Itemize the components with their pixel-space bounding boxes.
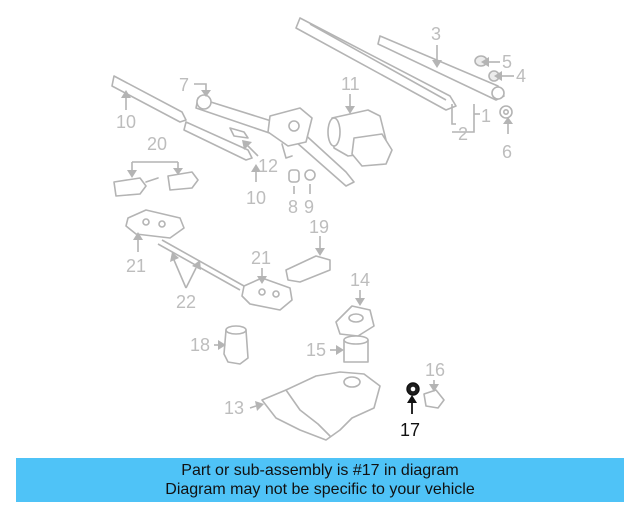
callout-12: 12 (258, 156, 278, 176)
callout-5: 5 (502, 52, 512, 72)
filler-neck (335, 305, 375, 337)
nozzle-part-19 (285, 255, 331, 283)
info-banner: Part or sub-assembly is #17 in diagram D… (16, 458, 624, 502)
callout-6: 6 (502, 142, 512, 162)
nozzle-bracket-upper (125, 209, 185, 239)
highlight-leader (407, 395, 417, 414)
wiper-linkage (195, 94, 355, 187)
callout-14: 14 (350, 270, 370, 290)
banner-line-1: Part or sub-assembly is #17 in diagram (181, 462, 459, 479)
reservoir-cap (343, 335, 369, 363)
callout-22: 22 (176, 292, 196, 312)
callout-2a: 2 (458, 124, 468, 144)
callout-10a: 10 (116, 112, 136, 132)
wiper-blade-left (111, 75, 187, 123)
callout-16: 16 (425, 360, 445, 380)
callout-21b: 21 (251, 248, 271, 268)
nozzle-bracket-lower (241, 277, 293, 311)
callout-11: 11 (341, 74, 360, 94)
callout-21a: 21 (126, 256, 146, 276)
callout-17: 17 (400, 420, 420, 440)
clip-part-12 (229, 127, 249, 139)
callout-18: 18 (190, 335, 210, 355)
washer-part-6 (499, 105, 513, 119)
callout-9: 9 (304, 197, 314, 217)
parts-diagram: 1 2 3 4 5 6 7 8 9 10 10 11 12 13 14 15 1… (111, 17, 526, 441)
leader-lines (121, 45, 514, 411)
callout-labels: 1 2 3 4 5 6 7 8 9 10 10 11 12 13 14 15 1… (116, 24, 526, 440)
wiper-blade-right (295, 17, 505, 111)
callout-7: 7 (179, 75, 189, 95)
washer-part-9 (304, 169, 316, 181)
callout-3: 3 (431, 24, 441, 44)
callout-4: 4 (516, 66, 526, 86)
pump-connector (423, 389, 445, 409)
washer-nozzles (113, 171, 199, 197)
callout-1: 1 (481, 106, 491, 126)
highlighted-part-17 (406, 382, 420, 396)
callout-19: 19 (309, 217, 329, 237)
callout-13: 13 (224, 398, 244, 418)
grommet-part-8 (288, 169, 300, 183)
washer-reservoir (261, 371, 381, 441)
callout-10b: 10 (246, 188, 266, 208)
wiper-blade-rear (183, 121, 253, 161)
banner-line-2: Diagram may not be specific to your vehi… (165, 481, 475, 498)
wiper-motor (327, 109, 393, 167)
washer-pump (223, 325, 249, 365)
callout-20: 20 (147, 134, 167, 154)
callout-8: 8 (288, 197, 298, 217)
callout-15: 15 (306, 340, 326, 360)
washer-hose (157, 239, 245, 291)
